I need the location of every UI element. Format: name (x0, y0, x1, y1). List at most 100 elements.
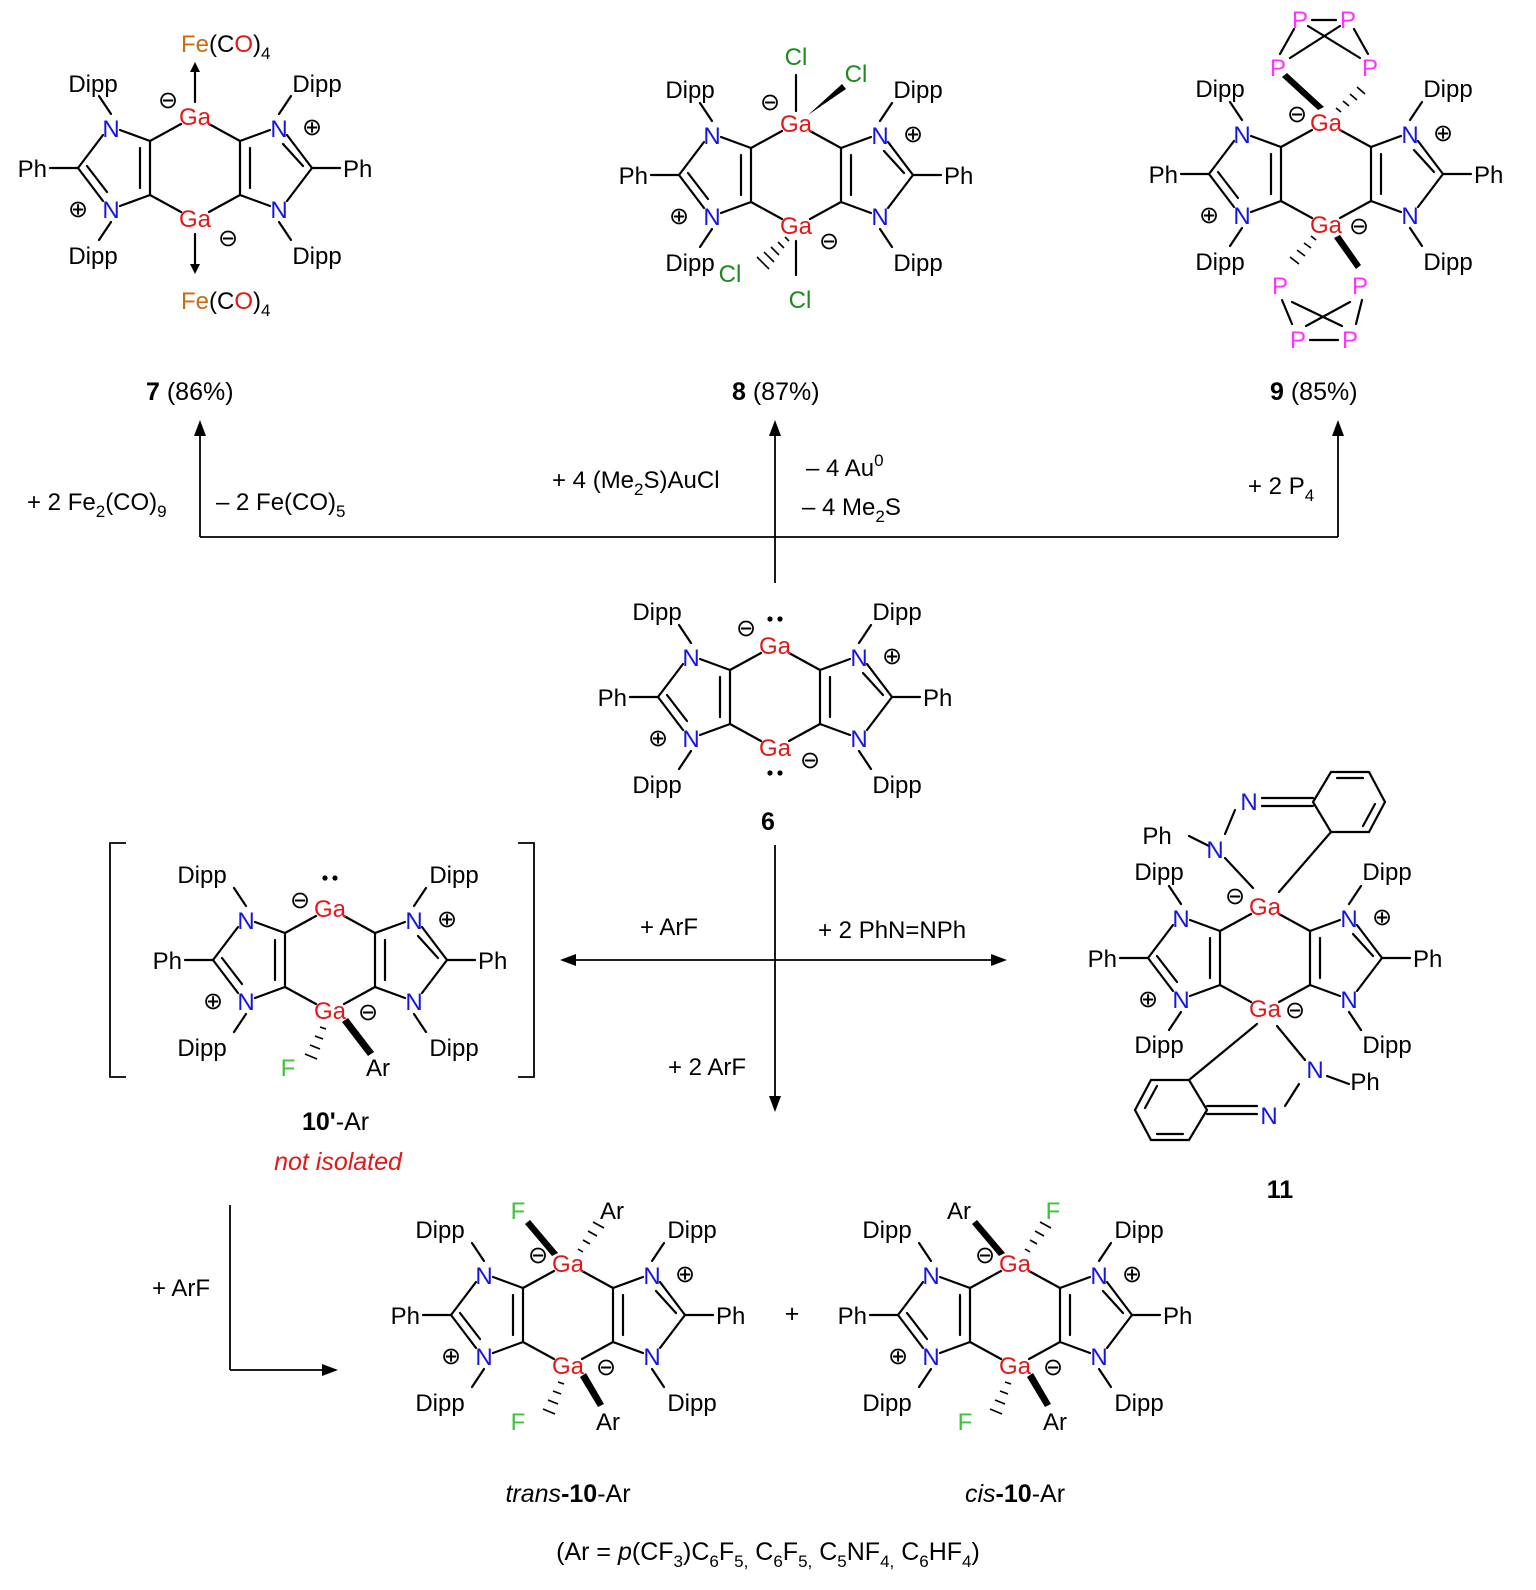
lone-pair (777, 770, 783, 776)
atom-n: N (1172, 906, 1189, 933)
atom-n: N (871, 204, 888, 231)
phenyl-label: Ph (716, 1303, 745, 1330)
reagent-azobenzene: + 2 PhN=NPh (818, 917, 966, 944)
compound-11-label: 11 (1267, 1176, 1294, 1204)
dipp-label: Dipp (872, 599, 921, 626)
atom-p: P (1272, 273, 1288, 300)
dipp-label: Dipp (667, 1390, 716, 1417)
atom-ga: Ga (1249, 894, 1282, 921)
fe-co4-bottom: Fe(CO)4 (181, 288, 271, 320)
dipp-label: Dipp (665, 77, 714, 104)
phenyl-label: Ph (1088, 946, 1117, 973)
aryl-definition-footnote: (Ar = p(CF3)C6F5, C6F5, C5NF4, C6HF4) (556, 1538, 980, 1571)
reagent-arf: + ArF (640, 914, 698, 941)
phenyl-label: Ph (619, 163, 648, 190)
dipp-label: Dipp (667, 1217, 716, 1244)
atom-n: N (102, 116, 119, 143)
compound-7-label: 7 (86%) (146, 378, 234, 406)
compound-trans-10-label: trans-10-Ar (505, 1480, 630, 1508)
plus-charge: ⊕ (669, 203, 689, 230)
compound-10prime-label: 10'-Ar (302, 1108, 369, 1136)
atom-n: N (643, 1263, 660, 1290)
dipp-label: Dipp (415, 1217, 464, 1244)
plus-charge: ⊕ (1138, 986, 1158, 1013)
atom-n: N (270, 197, 287, 224)
plus-charge: ⊕ (441, 1343, 461, 1370)
atom-p: P (1270, 55, 1286, 82)
atom-n: N (1240, 789, 1257, 816)
atom-f: F (511, 1409, 526, 1436)
dipp-label: Dipp (429, 1035, 478, 1062)
dipp-label: Dipp (68, 71, 117, 98)
phenyl-label: Ph (1163, 1303, 1192, 1330)
atom-ga: Ga (1310, 110, 1343, 137)
reagent-fe2co9: + 2 Fe2(CO)9 (27, 489, 167, 521)
atom-n: N (922, 1263, 939, 1290)
phenyl-label: Ph (944, 163, 973, 190)
atom-n: N (682, 645, 699, 672)
dipp-label: Dipp (68, 243, 117, 270)
phenyl-label: Ph (1149, 162, 1178, 189)
atom-ga: Ga (1249, 996, 1282, 1023)
plus-charge: ⊕ (648, 725, 668, 752)
reagent-arf-final: + ArF (152, 1275, 210, 1302)
atom-n: N (1401, 122, 1418, 149)
atom-f: F (958, 1409, 973, 1436)
phenyl-label: Ph (343, 156, 372, 183)
atom-n: N (102, 197, 119, 224)
atom-n: N (703, 204, 720, 231)
dipp-label: Dipp (1134, 859, 1183, 886)
atom-n: N (1172, 987, 1189, 1014)
atom-ga: Ga (552, 1251, 585, 1278)
compound-trans-10: N N N N Ga Ga Ph Ph Dipp Dipp Dipp Dipp … (391, 1198, 746, 1436)
atom-ga: Ga (314, 896, 347, 923)
phenyl-label: Ph (1350, 1069, 1379, 1096)
phenyl-label: Ph (391, 1303, 420, 1330)
dipp-label: Dipp (893, 250, 942, 277)
dipp-label: Dipp (1423, 249, 1472, 276)
lone-pair (322, 875, 328, 881)
atom-n: N (850, 726, 867, 753)
dipp-label: Dipp (862, 1217, 911, 1244)
phenyl-label: Ph (478, 948, 507, 975)
atom-n: N (1233, 203, 1250, 230)
plus-charge: ⊕ (203, 988, 223, 1015)
middle-reaction-arrows (560, 845, 1007, 1112)
atom-n: N (1340, 906, 1357, 933)
phenyl-label: Ph (1142, 823, 1171, 850)
not-isolated-note: not isolated (274, 1148, 403, 1176)
compound-9: N N N N Ga Ga Ph Ph Dipp Dipp Dipp Dipp … (1149, 7, 1504, 354)
minus-charge: ⊖ (1285, 997, 1305, 1024)
phenyl-label: Ph (1474, 162, 1503, 189)
atom-p: P (1362, 55, 1378, 82)
minus-charge: ⊖ (736, 615, 756, 642)
dipp-label: Dipp (872, 772, 921, 799)
phenyl-label: Ph (153, 948, 182, 975)
dipp-label: Dipp (1362, 859, 1411, 886)
atom-n: N (475, 1263, 492, 1290)
atom-n: N (1340, 987, 1357, 1014)
atom-p: P (1342, 327, 1358, 354)
minus-charge: ⊖ (1043, 1354, 1063, 1381)
aryl-label: Ar (947, 1198, 971, 1225)
plus-charge: ⊕ (68, 196, 88, 223)
minus-charge: ⊖ (975, 1242, 995, 1269)
atom-ga: Ga (759, 633, 792, 660)
reagent-p4: + 2 P4 (1248, 473, 1314, 505)
dipp-label: Dipp (1114, 1390, 1163, 1417)
atom-n: N (1090, 1263, 1107, 1290)
atom-ga: Ga (1310, 212, 1343, 239)
compound-11: N N N N Ga Ga Ph Ph Dipp Dipp Dipp Dipp … (1088, 770, 1442, 1142)
atom-n: N (405, 989, 422, 1016)
lone-pair (767, 616, 773, 622)
atom-n: N (1306, 1057, 1323, 1084)
atom-n: N (405, 908, 422, 935)
minus-charge: ⊖ (800, 747, 820, 774)
plus-charge: ⊕ (903, 121, 923, 148)
dipp-label: Dipp (1114, 1217, 1163, 1244)
atom-ga: Ga (314, 998, 347, 1025)
minus-charge: ⊖ (358, 999, 378, 1026)
aryl-label: Ar (600, 1198, 624, 1225)
dipp-label: Dipp (632, 772, 681, 799)
atom-ga: Ga (780, 111, 813, 138)
